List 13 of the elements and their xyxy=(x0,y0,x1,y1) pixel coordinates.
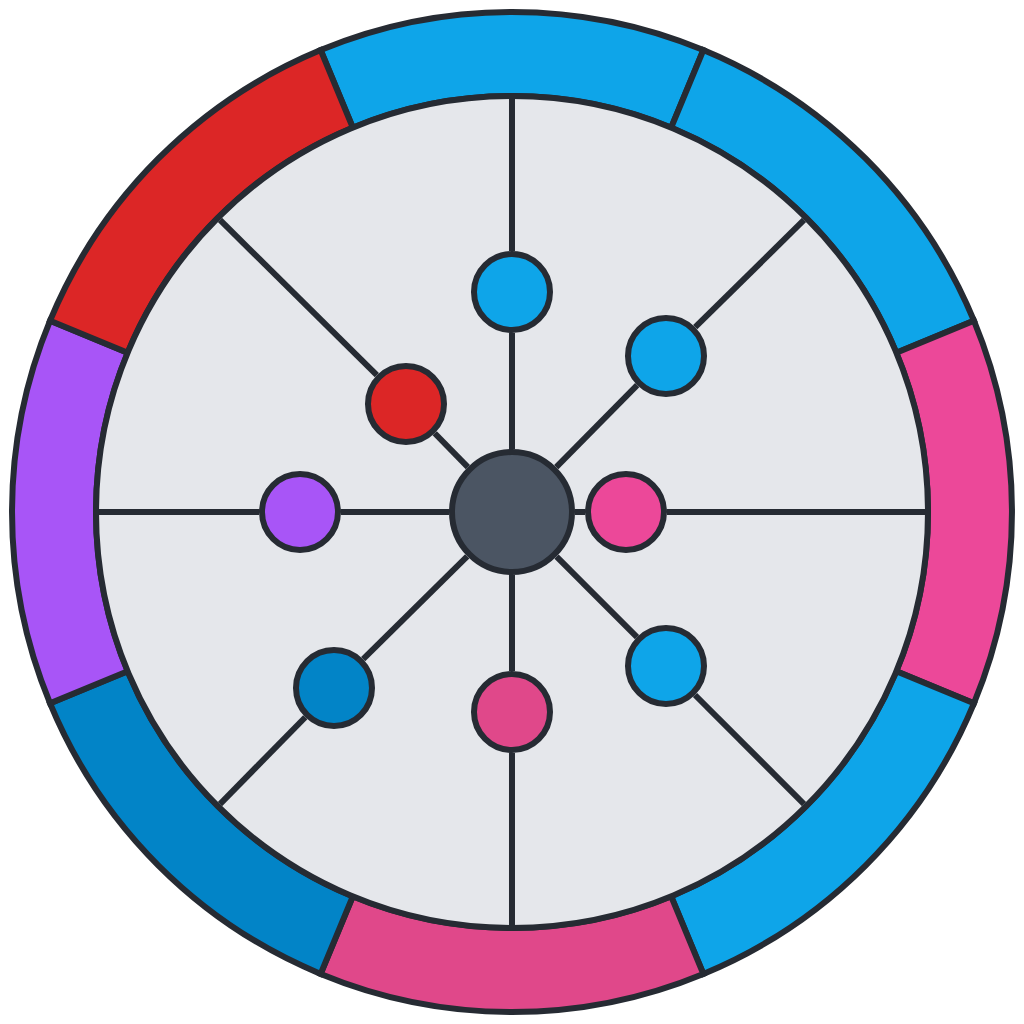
connector-line xyxy=(575,509,585,515)
circle-node xyxy=(449,449,575,575)
connector-line xyxy=(361,554,470,662)
connector-line xyxy=(509,575,515,671)
circle-node xyxy=(471,671,553,753)
circle-node xyxy=(259,471,341,553)
circle-node xyxy=(471,251,553,333)
connector-line xyxy=(341,509,449,515)
circle-node xyxy=(293,647,375,729)
connector-line xyxy=(432,431,470,470)
connector-line xyxy=(554,554,640,640)
connector-line xyxy=(554,383,640,470)
connector-line xyxy=(509,333,515,449)
